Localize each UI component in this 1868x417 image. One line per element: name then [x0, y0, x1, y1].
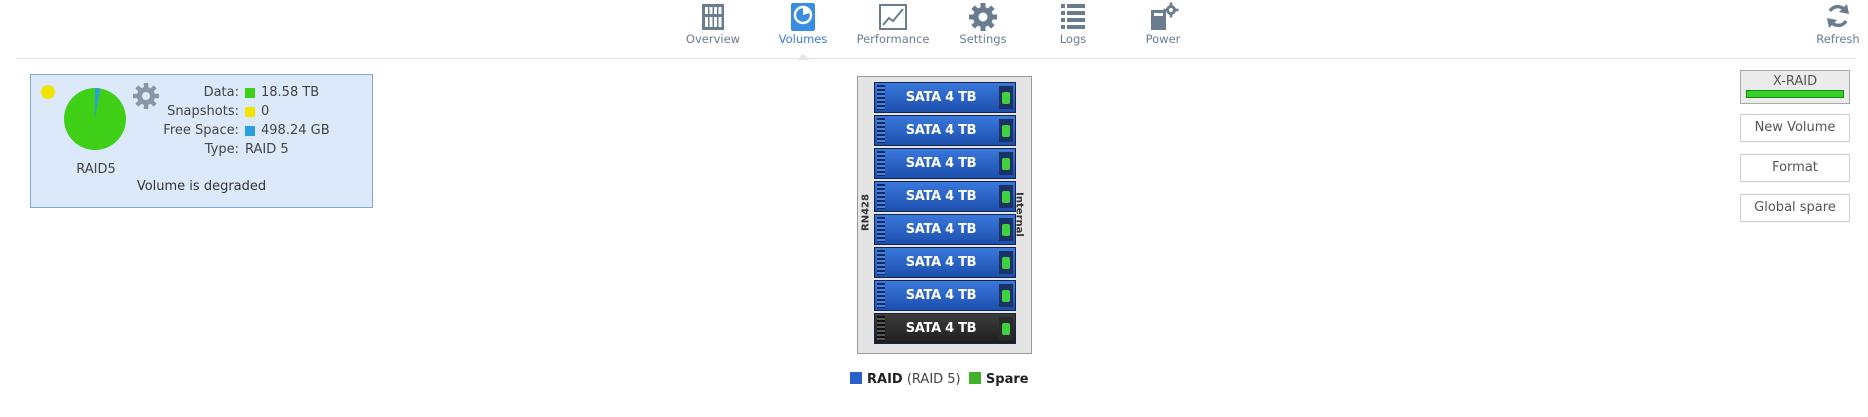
- tab-performance[interactable]: Performance: [848, 0, 938, 56]
- drive-led: [1002, 224, 1010, 236]
- drive-bay-2[interactable]: SATA 4 TB: [874, 115, 1016, 146]
- stat-snapshots-value: 0: [261, 104, 270, 119]
- pie-slice-free: [95, 88, 101, 119]
- volumes-icon: [791, 3, 815, 31]
- drive-led: [1002, 191, 1010, 203]
- logs-icon: [1061, 4, 1085, 29]
- drive-led-housing: [999, 284, 1013, 307]
- drive-led: [1002, 125, 1010, 137]
- stat-type-key: Type:: [204, 142, 239, 157]
- snapshots-swatch: [245, 107, 255, 117]
- drive-label: SATA 4 TB: [905, 90, 977, 105]
- disk-legend: RAID (RAID 5) Spare: [850, 372, 1029, 390]
- drive-label: SATA 4 TB: [905, 189, 977, 204]
- volume-usage-pie: [64, 88, 126, 150]
- tab-logs-label: Logs: [1059, 32, 1087, 46]
- stat-free-space-value: 498.24 GB: [261, 123, 330, 138]
- tab-performance-label: Performance: [856, 32, 930, 46]
- stat-data-value: 18.58 TB: [261, 85, 320, 100]
- drive-led: [1002, 92, 1010, 104]
- tab-volumes[interactable]: Volumes: [758, 0, 848, 56]
- drive-label: SATA 4 TB: [905, 156, 977, 171]
- volume-name: RAID5: [76, 162, 116, 177]
- xraid-label: X-RAID: [1772, 74, 1818, 89]
- drive-led: [1002, 158, 1010, 170]
- tab-power-label: Power: [1145, 32, 1181, 46]
- settings-icon: [969, 3, 997, 31]
- drive-bay-8[interactable]: SATA 4 TB: [874, 313, 1016, 344]
- drive-led-housing: [999, 152, 1013, 175]
- stat-data-key: Data:: [203, 85, 239, 100]
- format-button[interactable]: Format: [1740, 154, 1850, 182]
- refresh-icon: [1827, 4, 1849, 28]
- raid-legend-swatch: [850, 372, 862, 384]
- free-space-swatch: [245, 126, 255, 136]
- bay-handle: [877, 151, 885, 176]
- drive-bay-3[interactable]: SATA 4 TB: [874, 148, 1016, 179]
- drive-label: SATA 4 TB: [905, 288, 977, 303]
- bay-handle: [877, 118, 885, 143]
- nav-divider: [16, 58, 1856, 59]
- drive-bay-1[interactable]: SATA 4 TB: [874, 82, 1016, 113]
- tab-volumes-label: Volumes: [778, 32, 828, 46]
- refresh-label: Refresh: [1816, 32, 1860, 46]
- drive-led-housing: [999, 317, 1013, 340]
- volume-status-indicator: [41, 85, 55, 99]
- drive-bay-5[interactable]: SATA 4 TB: [874, 214, 1016, 245]
- bay-handle: [877, 85, 885, 110]
- chassis: RN428 SATA 4 TB SATA 4 TB SATA 4 TB SATA…: [857, 76, 1032, 354]
- xraid-status-bar: [1746, 90, 1844, 98]
- volume-status-text: Volume is degraded: [136, 179, 267, 194]
- new-volume-button[interactable]: New Volume: [1740, 114, 1850, 142]
- drive-led: [1002, 257, 1010, 269]
- tab-overview[interactable]: Overview: [668, 0, 758, 56]
- bay-handle: [877, 217, 885, 242]
- drive-bay-4[interactable]: SATA 4 TB: [874, 181, 1016, 212]
- stat-type-value: RAID 5: [245, 142, 289, 157]
- data-swatch: [245, 88, 255, 98]
- spare-legend-label: Spare: [985, 372, 1029, 387]
- drive-led-housing: [999, 185, 1013, 208]
- volume-card[interactable]: RAID5 Data: 18.58 TB Snapshots: 0 Free S…: [30, 74, 373, 208]
- top-nav: Overview Volumes Performance: [0, 0, 1868, 58]
- tab-settings[interactable]: Settings: [938, 0, 1028, 56]
- chassis-location-label: Internal: [1013, 192, 1025, 237]
- drive-led-housing: [999, 119, 1013, 142]
- gear-icon[interactable]: [131, 81, 161, 111]
- refresh-button[interactable]: Refresh: [1810, 0, 1866, 48]
- drive-bay-7[interactable]: SATA 4 TB: [874, 280, 1016, 311]
- xraid-button[interactable]: X-RAID: [1740, 70, 1850, 104]
- raid-legend-label: RAID: [867, 372, 903, 387]
- bay-handle: [877, 250, 885, 275]
- raid-legend-type: (RAID 5): [906, 372, 961, 387]
- spare-legend-swatch: [968, 372, 981, 384]
- tab-logs[interactable]: Logs: [1028, 0, 1118, 56]
- bay-handle: [877, 184, 885, 209]
- power-icon: [1151, 2, 1179, 30]
- drive-label: SATA 4 TB: [905, 123, 977, 138]
- chassis-model-label: RN428: [860, 194, 872, 231]
- tab-power[interactable]: Power: [1118, 0, 1208, 56]
- drive-bay-6[interactable]: SATA 4 TB: [874, 247, 1016, 278]
- drive-label: SATA 4 TB: [905, 321, 977, 336]
- drive-bays: SATA 4 TB SATA 4 TB SATA 4 TB SATA 4 TB …: [874, 82, 1016, 346]
- overview-icon: [702, 4, 724, 30]
- drive-led: [1002, 323, 1010, 335]
- bay-handle: [877, 316, 885, 341]
- tab-overview-label: Overview: [685, 32, 741, 46]
- drive-label: SATA 4 TB: [905, 222, 977, 237]
- drive-led-housing: [999, 86, 1013, 109]
- tab-settings-label: Settings: [959, 32, 1007, 46]
- drive-label: SATA 4 TB: [905, 255, 977, 270]
- global-spare-button[interactable]: Global spare: [1740, 194, 1850, 222]
- stat-free-space-key: Free Space:: [163, 123, 239, 138]
- drive-led-housing: [999, 218, 1013, 241]
- performance-icon: [879, 4, 907, 30]
- drive-led-housing: [999, 251, 1013, 274]
- bay-handle: [877, 283, 885, 308]
- drive-led: [1002, 290, 1010, 302]
- stat-snapshots-key: Snapshots:: [167, 104, 239, 119]
